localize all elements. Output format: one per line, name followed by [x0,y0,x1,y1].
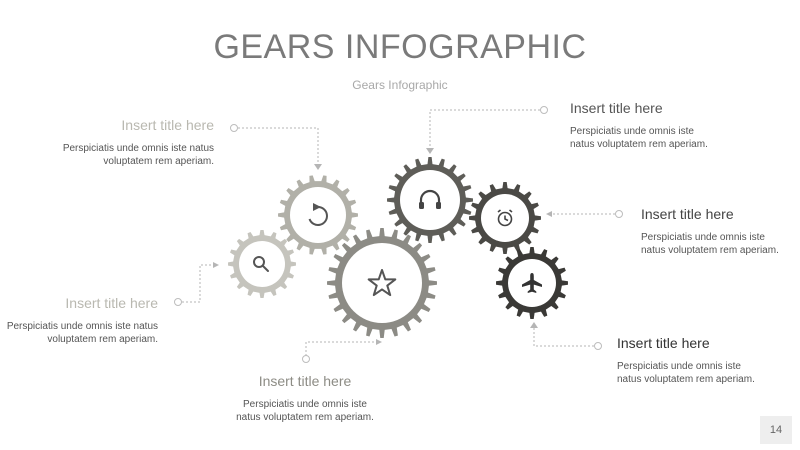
search-gear [228,230,296,298]
info-body: Perspiciatis unde omnis iste natus volup… [236,399,374,423]
info-block-middle-right: Insert title here Perspiciatis unde omni… [641,206,786,257]
search-icon [253,256,269,272]
info-title: Insert title here [617,335,710,351]
info-body: Perspiciatis unde omnis iste natus volup… [62,143,214,167]
page-title: GEARS INFOGRAPHIC [213,28,587,66]
info-body: Perspiciatis unde omnis iste natus volup… [570,126,708,150]
info-title: Insert title here [121,117,214,133]
gear-center [239,241,285,287]
info-block-top-right: Insert title here Perspiciatis unde omni… [570,100,710,151]
gear-center [342,243,422,323]
info-block-top-left: Insert title here Perspiciatis unde omni… [58,117,214,168]
info-title: Insert title here [65,295,158,311]
info-body: Perspiciatis unde omnis iste natus volup… [6,321,158,345]
info-title: Insert title here [570,100,663,116]
star-gear [327,228,437,338]
headphones-gear [387,157,473,243]
connector-lines [182,109,615,356]
headphones-icon [419,189,441,209]
info-body: Perspiciatis unde omnis iste natus volup… [641,232,779,256]
star-icon [367,269,397,297]
info-body: Perspiciatis unde omnis iste natus volup… [617,361,755,385]
connector-dots [174,106,623,363]
info-block-bottom-left: Insert title here Perspiciatis unde omni… [2,295,158,346]
airplane-icon [522,273,542,293]
info-block-bottom-center: Insert title here Perspiciatis unde omni… [230,373,380,424]
page-number: 14 [760,416,792,444]
alarm-clock-icon [497,209,513,227]
info-title: Insert title here [641,206,734,222]
connector-arrows [213,148,552,345]
gear-center [400,170,460,230]
refresh-icon [308,203,328,226]
refresh-gear [278,175,358,255]
gear-center [290,187,346,243]
page-subtitle: Gears Infographic [352,78,448,92]
info-block-bottom-right: Insert title here Perspiciatis unde omni… [617,335,757,386]
info-title: Insert title here [258,373,352,389]
